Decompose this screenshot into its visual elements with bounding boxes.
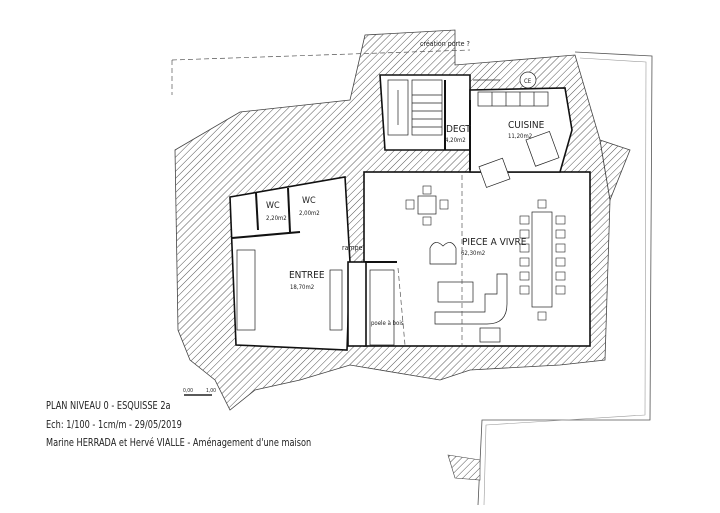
armchair xyxy=(429,242,457,265)
scale-bar-end: 1,00 xyxy=(206,388,216,394)
large-dining-table xyxy=(531,211,553,308)
room-name-wc-2: WC xyxy=(302,196,316,206)
room-area-degt: 4,20m2 xyxy=(445,137,466,144)
plan-authors: Marine HERRADA et Hervé VIALLE - Aménage… xyxy=(46,437,312,449)
furniture xyxy=(236,195,553,346)
stove xyxy=(479,327,501,343)
entree-bench xyxy=(236,249,256,331)
stove-niche xyxy=(369,269,395,346)
staircase xyxy=(387,79,443,136)
ce-label: CE xyxy=(524,78,532,85)
entree-cabinet xyxy=(329,269,343,331)
dashed-lines xyxy=(171,49,471,346)
interior-walls xyxy=(231,80,471,263)
room-area-piece-a-vivre: 62,30m2 xyxy=(461,250,485,257)
room-area-cuisine: 11,20m2 xyxy=(508,133,532,140)
room-name-wc-1: WC xyxy=(266,201,280,211)
stove-label: poele à bois xyxy=(371,320,404,327)
ramp-label: rampe xyxy=(342,244,363,252)
room-name-degt: DEGT xyxy=(446,124,471,135)
kitchen-units xyxy=(477,71,560,188)
plan-scale-date: Ech: 1/100 - 1cm/m - 29/05/2019 xyxy=(46,419,182,431)
dining-chairs xyxy=(405,185,566,321)
exterior-steps xyxy=(447,454,481,481)
property-line-inner xyxy=(483,57,647,506)
room-area-wc-2: 2,00m2 xyxy=(299,210,320,217)
room-area-wc-1: 2,20m2 xyxy=(266,215,287,222)
property-line xyxy=(477,51,653,506)
room-name-entree: ENTREE xyxy=(289,270,325,281)
scale-bar-start: 0,00 xyxy=(183,388,193,394)
rock-outcrop xyxy=(599,139,631,202)
passage-area xyxy=(347,261,367,347)
door-note: création porte ? xyxy=(420,40,470,48)
corner-sofa xyxy=(434,273,508,325)
coffee-table xyxy=(437,281,474,303)
small-dining-table xyxy=(417,195,437,215)
room-area-entree: 18,70m2 xyxy=(290,284,314,291)
room-name-piece-a-vivre: PIECE A VIVRE xyxy=(462,237,527,248)
room-name-cuisine: CUISINE xyxy=(508,120,545,131)
plan-title: PLAN NIVEAU 0 - ESQUISSE 2a xyxy=(46,400,171,412)
